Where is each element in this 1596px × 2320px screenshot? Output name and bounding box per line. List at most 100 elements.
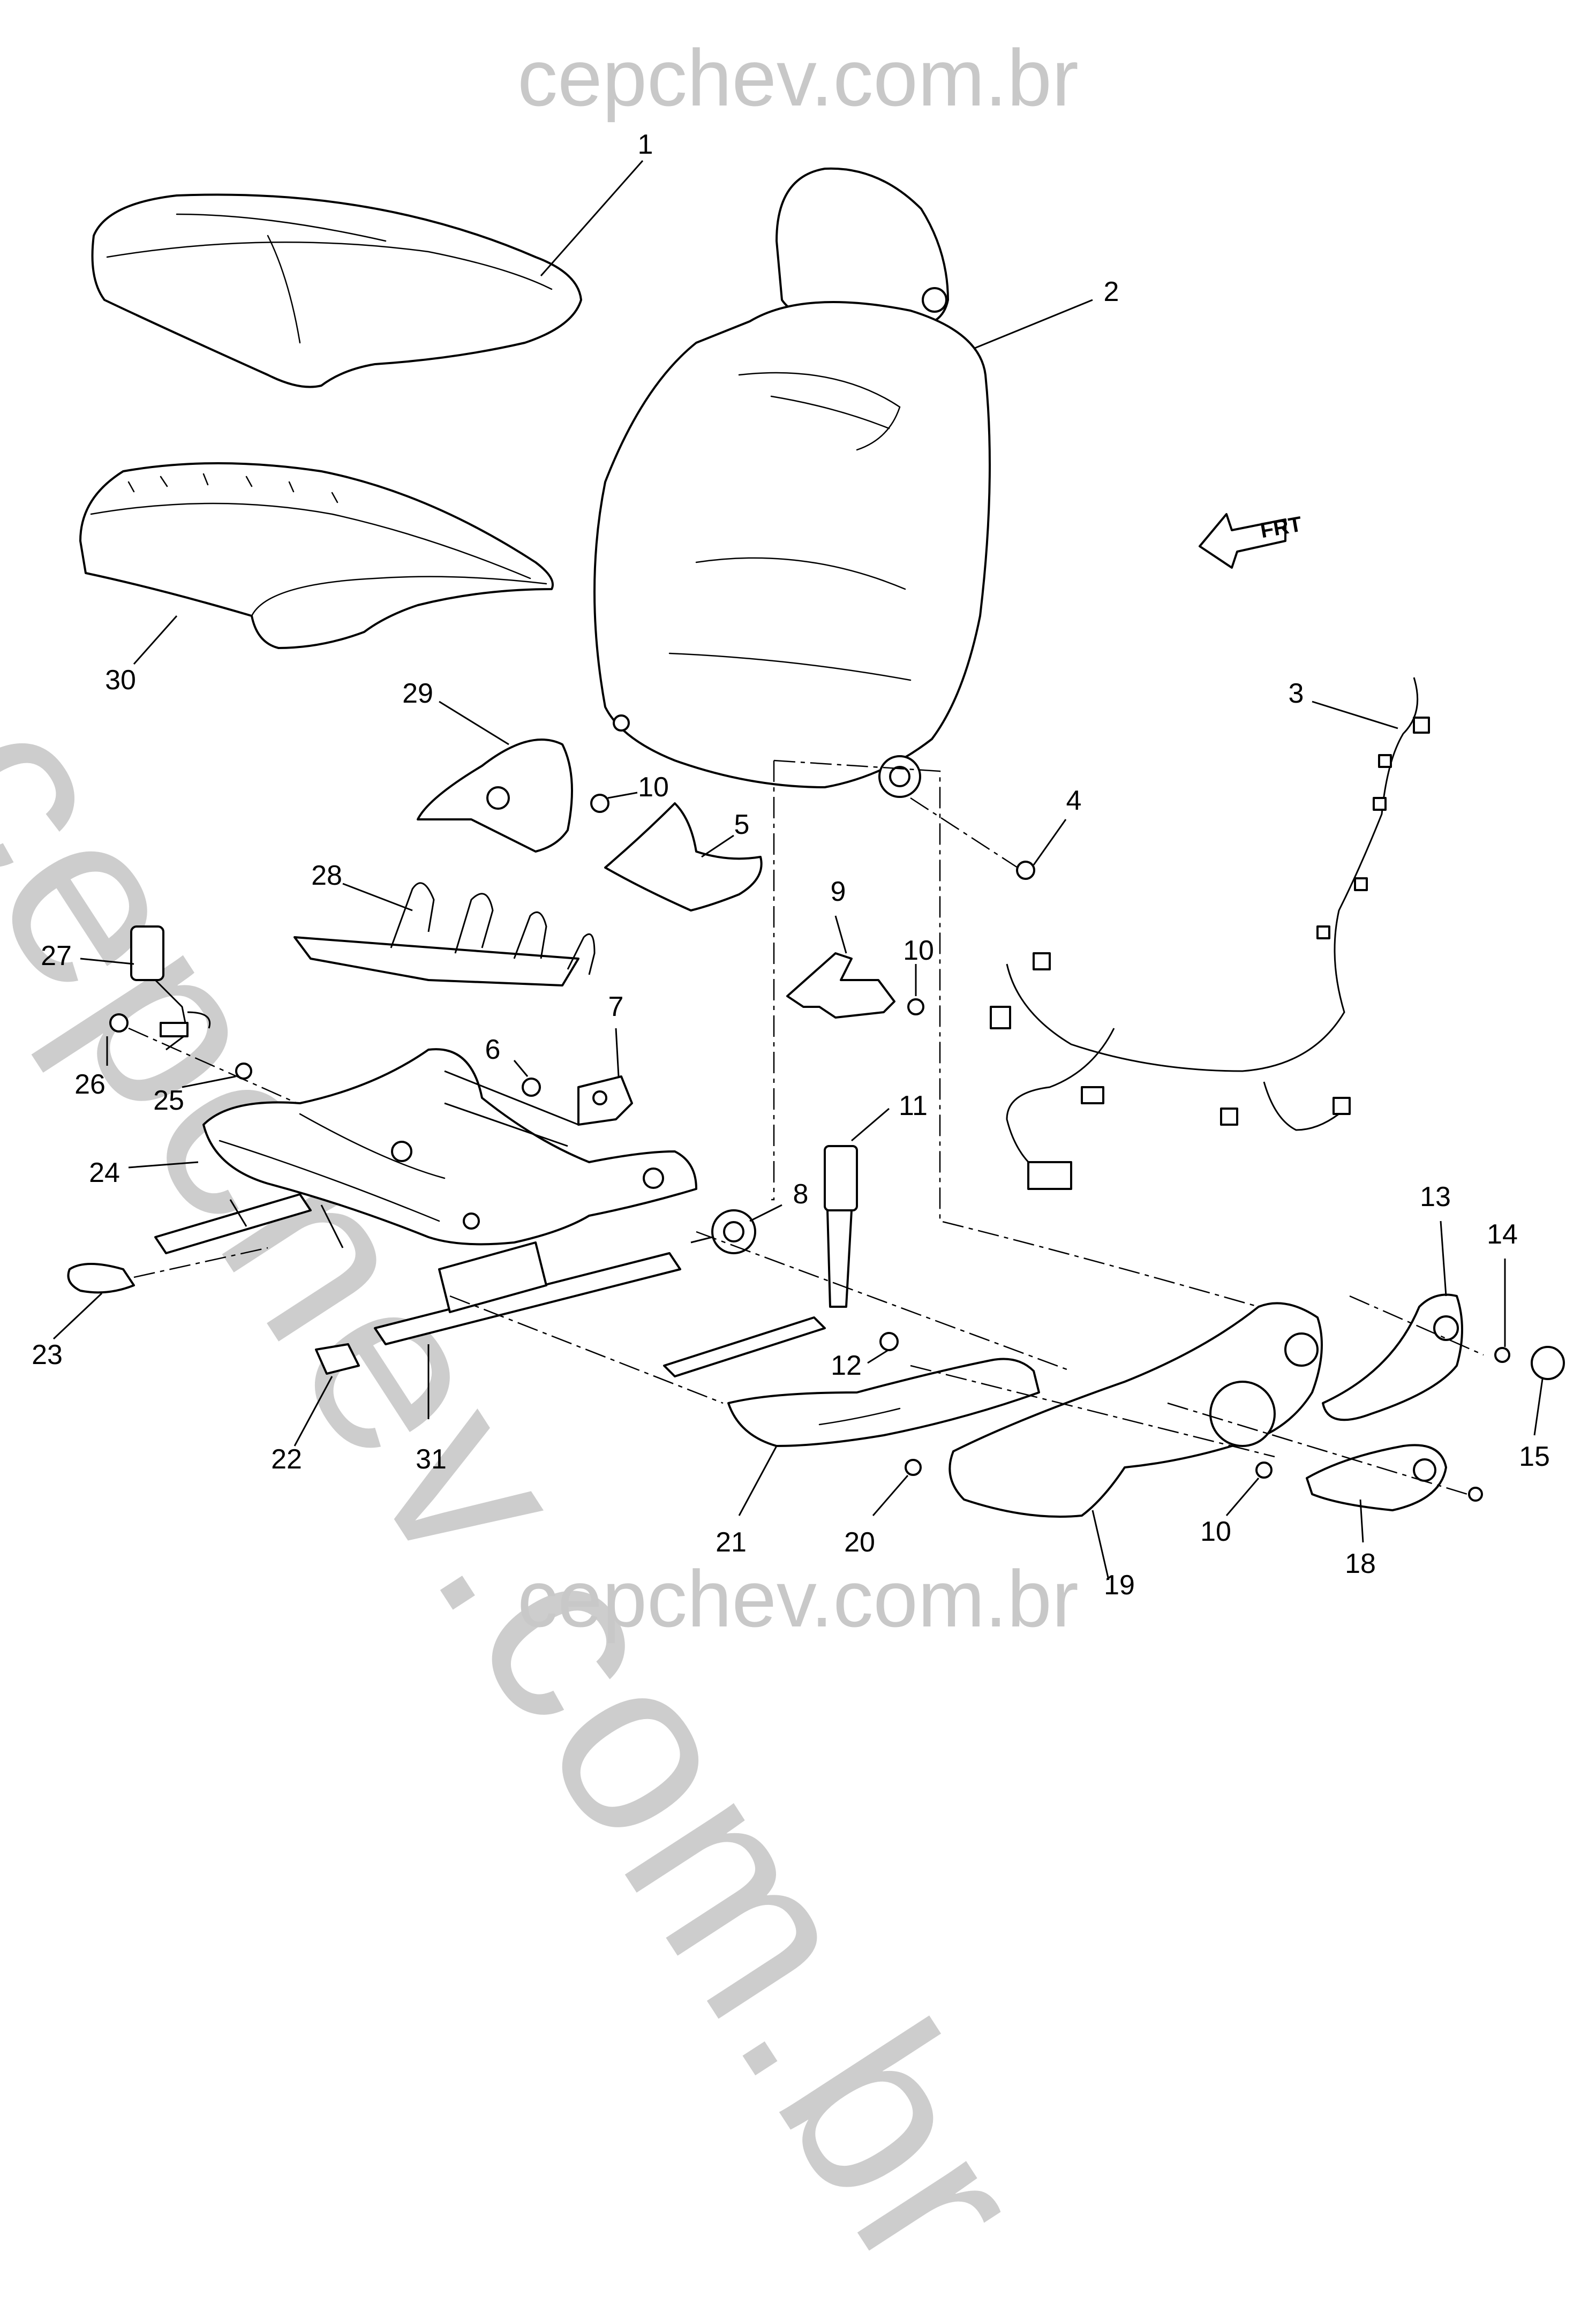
part-bracket-7	[577, 1075, 633, 1126]
leader-28	[342, 883, 413, 912]
callout-15: 15	[1519, 1441, 1550, 1472]
callout-12: 12	[831, 1350, 862, 1381]
leader-7	[615, 1028, 620, 1077]
part-nut-10a	[590, 794, 609, 813]
callout-9: 9	[830, 876, 846, 907]
part-seat-belt-buckle	[130, 925, 210, 1051]
guide-4	[910, 797, 1018, 869]
leader-20	[872, 1475, 909, 1516]
watermark-bottom: cepchev.com.br	[517, 1554, 1079, 1644]
callout-31: 31	[416, 1444, 447, 1475]
frt-direction-arrow-icon	[1199, 513, 1286, 569]
callout-1: 1	[637, 129, 653, 160]
callout-20: 20	[844, 1527, 875, 1558]
leader-22	[293, 1376, 333, 1447]
seat-exploded-diagram: cepchev.com.br cepchev.com.br	[0, 33, 1565, 2320]
guide-lumbar	[1167, 1402, 1468, 1495]
callout-3: 3	[1288, 678, 1304, 709]
part-trim-panel	[604, 802, 763, 912]
callout-25: 25	[153, 1085, 184, 1116]
leader-5	[701, 834, 734, 858]
callout-18: 18	[1345, 1548, 1376, 1579]
part-recliner-handle	[1322, 1293, 1463, 1421]
callout-2: 2	[1103, 276, 1119, 307]
part-wiring-harness	[990, 677, 1430, 1190]
part-seat-frame	[202, 1048, 697, 1246]
callout-22: 22	[271, 1444, 302, 1475]
callout-4: 4	[1066, 785, 1082, 816]
part-clip-22	[315, 1343, 360, 1375]
leader-27	[80, 958, 134, 965]
callout-10-upper: 10	[638, 772, 669, 803]
callout-30: 30	[105, 665, 136, 696]
leader-30	[133, 615, 178, 665]
callout-26: 26	[74, 1069, 106, 1100]
part-recliner-mechanism	[690, 1209, 756, 1254]
leader-23	[52, 1292, 103, 1340]
part-side-shield-19	[948, 1302, 1323, 1518]
leader-8	[749, 1204, 782, 1222]
callout-10-middle: 10	[903, 935, 934, 966]
guide-26	[128, 1027, 322, 1115]
leader-4	[1033, 819, 1067, 865]
leader-24	[128, 1161, 199, 1169]
leader-15	[1533, 1379, 1544, 1436]
part-screw-14	[1494, 1347, 1510, 1363]
leader-3	[1312, 700, 1398, 729]
callout-10-lower: 10	[1200, 1516, 1231, 1547]
part-side-shield-21	[727, 1358, 1040, 1447]
part-seat-cushion-pad	[79, 462, 554, 649]
leader-1	[540, 160, 644, 276]
guide-track	[449, 1295, 724, 1404]
callout-7: 7	[608, 991, 624, 1022]
part-bushing-6	[522, 1078, 541, 1097]
leader-29	[439, 700, 509, 745]
guide-23	[133, 1247, 268, 1278]
part-bolt-26	[109, 1013, 129, 1033]
leader-18	[1359, 1499, 1364, 1543]
leader-10a	[607, 792, 638, 799]
part-adjuster-handle	[67, 1263, 135, 1294]
callout-23: 23	[32, 1339, 63, 1370]
part-cushion-suspension	[293, 882, 596, 986]
part-recliner-rod	[824, 1145, 858, 1308]
callout-19: 19	[1104, 1570, 1135, 1601]
part-nut-10b	[907, 998, 924, 1015]
leader-11	[851, 1108, 890, 1142]
leader-10c	[1225, 1478, 1260, 1516]
part-washer-25	[235, 1063, 252, 1080]
part-lumbar-handle	[1306, 1444, 1483, 1511]
leader-19	[1091, 1510, 1110, 1580]
leader-9	[834, 915, 847, 954]
callout-5: 5	[734, 809, 750, 840]
part-recliner-cover	[417, 739, 573, 853]
guide-side-shields	[696, 1231, 1275, 1458]
callout-11: 11	[899, 1090, 928, 1121]
part-bolt-4	[1016, 861, 1035, 880]
callout-24: 24	[89, 1157, 120, 1188]
part-seat-adjuster-track	[154, 1193, 681, 1345]
guide-handle	[1349, 1295, 1484, 1356]
watermark-top: cepchev.com.br	[517, 33, 1079, 123]
part-screw-20	[905, 1459, 922, 1476]
part-release-cable	[663, 1316, 899, 1377]
leader-13	[1440, 1221, 1447, 1297]
leader-25	[182, 1075, 236, 1088]
leader-12	[867, 1349, 890, 1364]
callout-28: 28	[311, 860, 342, 891]
part-cap-15	[1531, 1346, 1565, 1380]
part-seat-back	[593, 167, 991, 798]
leader-21	[738, 1445, 778, 1516]
part-seat-cushion-cover	[91, 193, 582, 388]
part-screw-10c	[1255, 1462, 1273, 1479]
part-bracket-9	[786, 952, 895, 1019]
callout-21: 21	[716, 1527, 747, 1558]
parts-drawing	[52, 160, 1565, 1580]
callout-14: 14	[1487, 1219, 1518, 1250]
callout-27: 27	[41, 940, 72, 971]
callout-29: 29	[402, 678, 433, 709]
callout-8: 8	[793, 1179, 809, 1210]
guide-back-frame	[771, 759, 1259, 1308]
leader-6	[513, 1060, 529, 1077]
callout-6: 6	[485, 1034, 501, 1065]
